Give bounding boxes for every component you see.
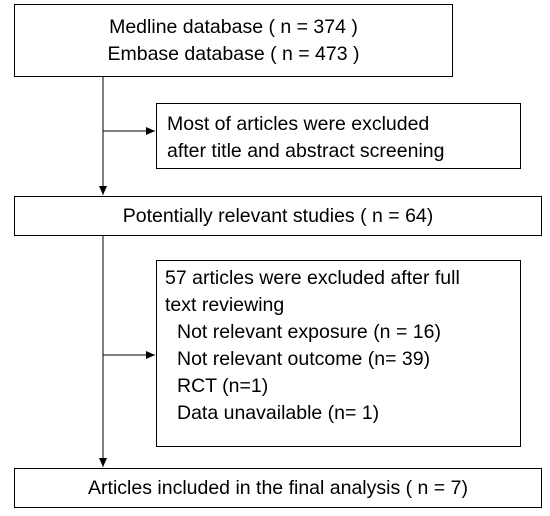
sources-line-medline: Medline database ( n = 374 ) <box>109 16 358 38</box>
exclusion2-header-1: 57 articles were excluded after full <box>165 267 460 289</box>
exclusion1-line-1: Most of articles were excluded <box>167 113 430 135</box>
exclusion2-reason-outcome: Not relevant outcome (n= 39) <box>177 348 431 370</box>
exclusion2-reason-data: Data unavailable (n= 1) <box>177 402 380 424</box>
exclusion2-box: 57 articles were excluded after full tex… <box>156 260 521 447</box>
exclusion2-reason-exposure: Not relevant exposure (n = 16) <box>177 321 441 343</box>
potential-box: Potentially relevant studies ( n = 64) <box>14 196 542 236</box>
exclusion2-reason-rct: RCT (n=1) <box>177 375 269 397</box>
exclusion1-line-2: after title and abstract screening <box>167 140 445 162</box>
exclusion2-header-2: text reviewing <box>165 294 285 316</box>
potential-studies-text: Potentially relevant studies ( n = 64) <box>122 205 434 227</box>
final-articles-text: Articles included in the final analysis … <box>88 477 468 499</box>
exclusion1-box: Most of articles were excluded after tit… <box>156 103 521 169</box>
final-box: Articles included in the final analysis … <box>14 468 542 508</box>
sources-box: Medline database ( n = 374 ) Embase data… <box>14 4 453 77</box>
sources-line-embase: Embase database ( n = 473 ) <box>107 43 360 65</box>
